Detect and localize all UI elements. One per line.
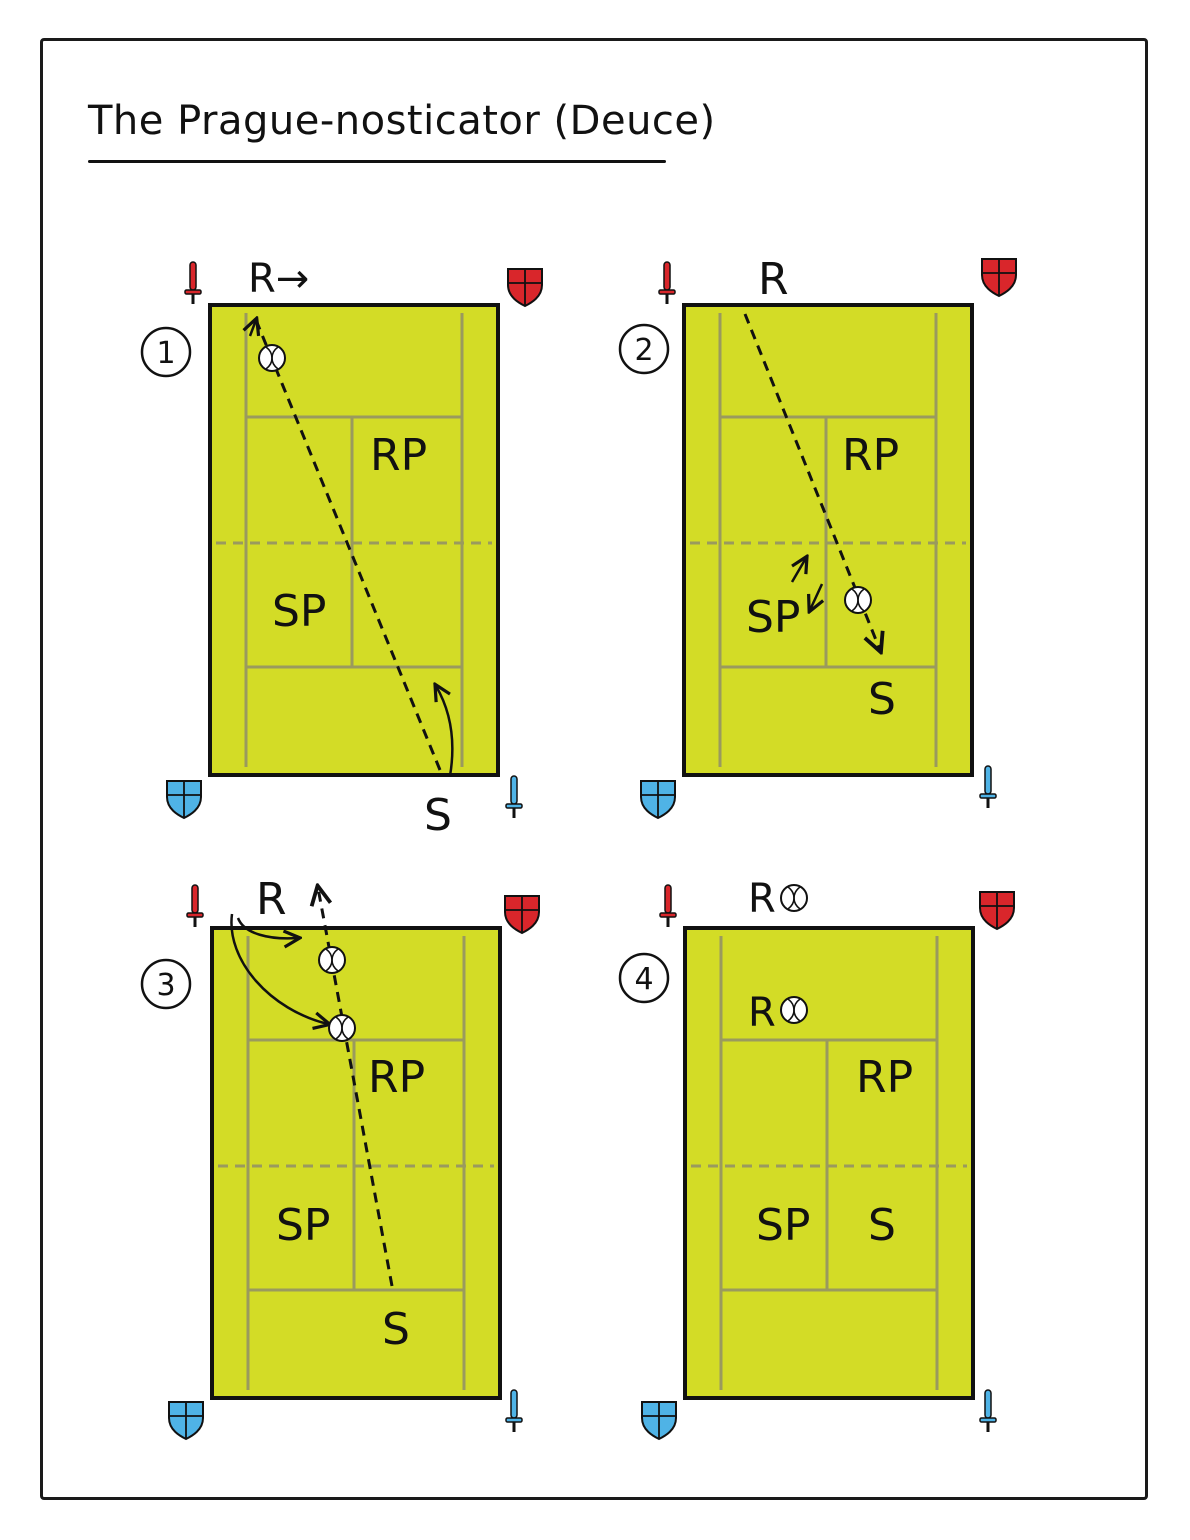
server-label: S: [424, 790, 452, 841]
receiver-in-court-label: R: [748, 990, 776, 1036]
server-label: S: [868, 1200, 896, 1251]
shield-icon: [640, 780, 676, 819]
step-number: 2: [634, 333, 653, 368]
court: [682, 303, 974, 777]
page-frame: [40, 38, 1148, 1500]
panel-1: 1 R→ RP SP S: [140, 256, 543, 841]
partner-move-arrow: [810, 583, 822, 610]
server-label: S: [868, 674, 896, 725]
server-partner-label: SP: [756, 1200, 810, 1251]
sword-icon: [979, 765, 997, 809]
step-circle: [140, 326, 192, 378]
court: [210, 926, 502, 1400]
title-underline: [88, 160, 666, 163]
step-number: 4: [634, 962, 653, 997]
ball-icon: [780, 884, 808, 912]
return-arrow: [250, 320, 256, 337]
court: [683, 926, 975, 1400]
shield-icon: [981, 258, 1017, 297]
receiver-label: R: [256, 874, 287, 925]
server-partner-label: SP: [272, 586, 326, 637]
page-title: The Prague-nosticator (Deuce): [88, 98, 716, 144]
step-number: 1: [156, 336, 175, 371]
panel-3: 3 R RP SP S: [140, 874, 540, 1440]
shield-icon: [507, 268, 543, 307]
shield-icon: [166, 780, 202, 819]
sword-icon: [186, 884, 204, 928]
server-partner-label: SP: [746, 592, 800, 643]
server-label: S: [382, 1304, 410, 1355]
ball-icon: [844, 586, 872, 614]
shield-icon: [641, 1401, 677, 1440]
receiver-partner-label: RP: [368, 1052, 425, 1103]
sword-icon: [658, 261, 676, 305]
ball-path: [743, 313, 880, 650]
panel-2: 2 R RP SP S: [618, 254, 1017, 819]
sword-icon: [505, 1389, 523, 1433]
receiver-move-arrow: [236, 917, 298, 938]
receiver-move-arrow: [230, 913, 328, 1024]
ball-icon: [318, 946, 346, 974]
step-circle: [618, 323, 670, 375]
step-circle: [140, 958, 192, 1010]
ball-icon: [780, 996, 808, 1024]
sword-icon: [184, 261, 202, 305]
receiver-partner-label: RP: [842, 430, 899, 481]
step-circle: [618, 952, 670, 1004]
server-move-arrow: [436, 686, 454, 777]
ball-icon: [258, 344, 286, 372]
sword-icon: [979, 1389, 997, 1433]
receiver-partner-label: RP: [370, 430, 427, 481]
panel-4: 4 R R RP SP S: [618, 876, 1015, 1440]
server-partner-label: SP: [276, 1200, 330, 1251]
ball-path: [254, 319, 442, 771]
shield-icon: [168, 1401, 204, 1440]
shield-icon: [504, 895, 540, 934]
receiver-label: R→: [248, 256, 309, 302]
sword-icon: [505, 775, 523, 819]
receiver-partner-label: RP: [856, 1052, 913, 1103]
step-number: 3: [156, 968, 175, 1003]
sword-icon: [659, 884, 677, 928]
court: [208, 303, 500, 777]
receiver-label: R: [758, 254, 789, 305]
partner-move-arrow: [790, 558, 806, 583]
shield-icon: [979, 891, 1015, 930]
ball-icon: [328, 1014, 356, 1042]
receiver-label: R: [748, 876, 776, 922]
